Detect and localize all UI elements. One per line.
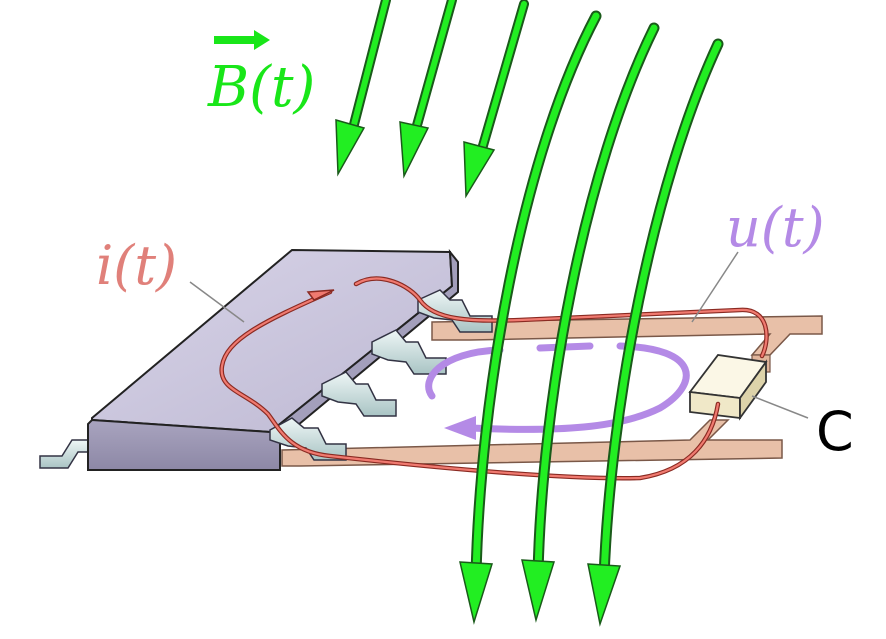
capacitor	[688, 354, 768, 421]
capacitor-leader-line	[751, 395, 809, 419]
chip-pin	[321, 371, 397, 417]
chip-pins	[269, 289, 493, 461]
current-label: i(t)	[96, 234, 177, 297]
field-arrow	[587, 38, 724, 627]
chip-pin-left	[39, 439, 93, 469]
field-arrow	[521, 22, 660, 623]
chip-pin	[269, 417, 347, 461]
downward-arrow-icon	[399, 121, 430, 179]
downward-arrow-icon	[587, 563, 622, 627]
voltage-loop-line	[466, 342, 690, 433]
voltage-label: u(t)	[726, 196, 825, 259]
voltage-loop-line	[425, 346, 504, 400]
current-loop-line-inner	[220, 277, 768, 480]
current-leader-line	[189, 281, 245, 323]
field-arrow	[399, 0, 457, 179]
labels: B(t) i(t) u(t) C	[96, 30, 854, 463]
field-arrow	[459, 10, 602, 625]
vector-arrow-icon	[214, 30, 270, 50]
field-arrow	[463, 0, 529, 199]
magnetic-field-label: B(t)	[207, 55, 315, 120]
downward-arrow-icon	[335, 118, 366, 177]
magnetic-field	[335, 0, 724, 627]
capacitor-label: C	[816, 400, 854, 463]
voltage-leader-line	[691, 251, 739, 323]
field-arrow	[335, 0, 391, 177]
capacitor-side	[739, 359, 767, 421]
current-flow-arrow-icon	[306, 289, 335, 301]
downward-arrow-icon	[463, 141, 496, 199]
current-path	[219, 276, 769, 481]
downward-arrow-icon	[521, 559, 555, 623]
downward-arrow-icon	[459, 561, 493, 625]
pcb-trace-lower	[281, 419, 783, 467]
leader-lines	[189, 251, 809, 419]
voltage-loop-arrow-icon	[444, 416, 476, 440]
ic-chip	[39, 248, 493, 471]
